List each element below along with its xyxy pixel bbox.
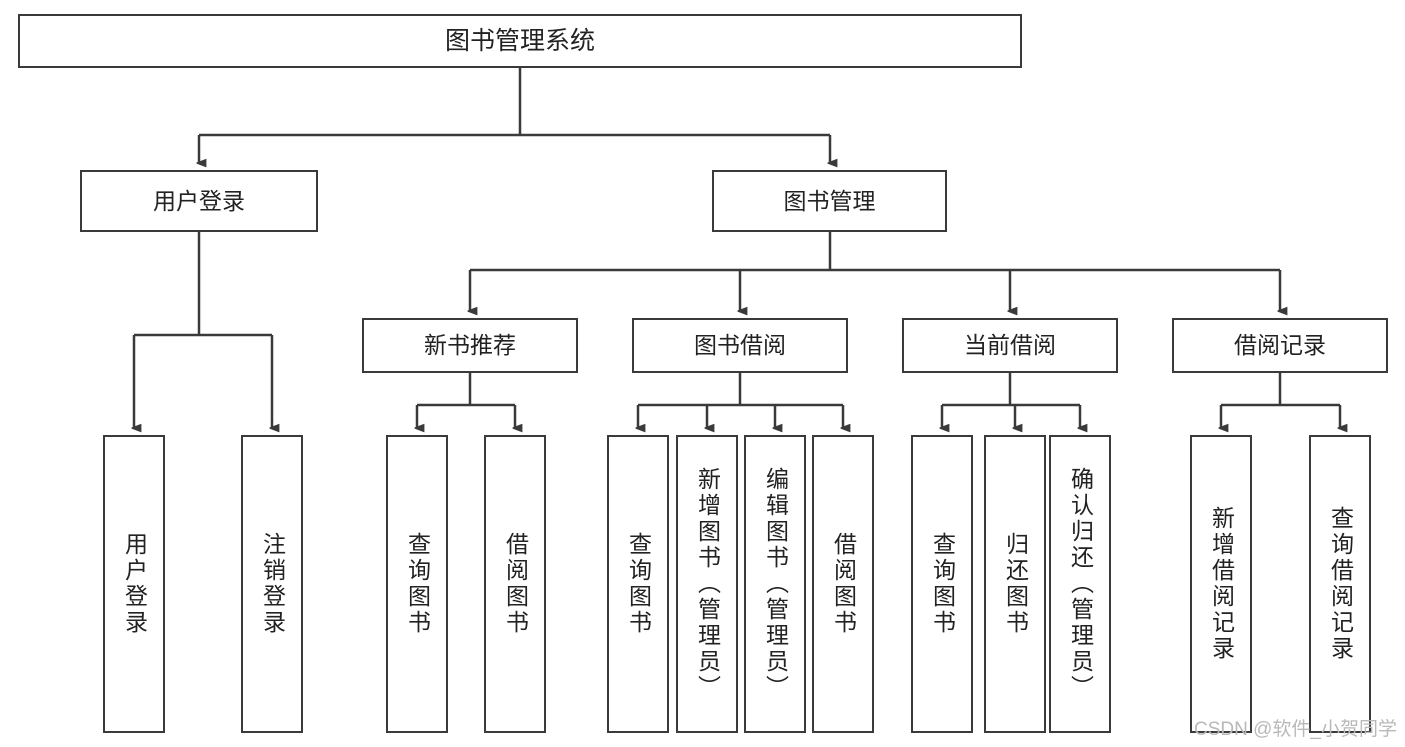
node-root-label: 图书管理系统: [444, 26, 595, 55]
node-leaf-borrow-book-recommend[interactable]: 借阅图书: [484, 435, 546, 733]
node-leaf-add-book[interactable]: 新增图书（管理员）: [676, 435, 738, 733]
node-leaf-borrow-book-label: 借阅图书: [830, 532, 857, 636]
node-leaf-query-record[interactable]: 查询借阅记录: [1309, 435, 1371, 733]
node-leaf-return-book-label: 归还图书: [1002, 532, 1029, 636]
node-leaf-user-login-label: 用户登录: [121, 532, 148, 636]
node-new-book-recommend-label: 新书推荐: [424, 332, 516, 359]
watermark-text: CSDN @软件_小贺同学: [1194, 719, 1397, 740]
node-book-management-label: 图书管理: [783, 187, 876, 214]
node-leaf-query-book-recommend[interactable]: 查询图书: [386, 435, 448, 733]
node-leaf-query-record-label: 查询借阅记录: [1327, 506, 1354, 662]
node-leaf-query-book-borrow-label: 查询图书: [625, 532, 652, 636]
node-leaf-confirm-return-label: 确认归还（管理员）: [1067, 467, 1094, 701]
node-leaf-add-record-label: 新增借阅记录: [1208, 506, 1235, 662]
node-borrow-records[interactable]: 借阅记录: [1172, 318, 1388, 373]
node-leaf-edit-book[interactable]: 编辑图书（管理员）: [744, 435, 806, 733]
node-leaf-user-logout[interactable]: 注销登录: [241, 435, 303, 733]
node-leaf-query-book-current[interactable]: 查询图书: [911, 435, 973, 733]
node-new-book-recommend[interactable]: 新书推荐: [362, 318, 578, 373]
node-book-management[interactable]: 图书管理: [712, 170, 947, 232]
node-leaf-add-record[interactable]: 新增借阅记录: [1190, 435, 1252, 733]
node-user-login[interactable]: 用户登录: [80, 170, 318, 232]
node-leaf-query-book-current-label: 查询图书: [929, 532, 956, 636]
node-leaf-user-logout-label: 注销登录: [259, 532, 286, 636]
node-leaf-confirm-return[interactable]: 确认归还（管理员）: [1049, 435, 1111, 733]
node-leaf-return-book[interactable]: 归还图书: [984, 435, 1046, 733]
node-book-borrow-label: 图书借阅: [694, 332, 786, 359]
node-leaf-borrow-book[interactable]: 借阅图书: [812, 435, 874, 733]
node-leaf-user-login[interactable]: 用户登录: [103, 435, 165, 733]
node-current-borrow-label: 当前借阅: [964, 332, 1056, 359]
node-root[interactable]: 图书管理系统: [18, 14, 1022, 68]
node-leaf-query-book-borrow[interactable]: 查询图书: [607, 435, 669, 733]
node-leaf-query-book-recommend-label: 查询图书: [404, 532, 431, 636]
node-leaf-add-book-label: 新增图书（管理员）: [694, 467, 721, 701]
node-borrow-records-label: 借阅记录: [1234, 332, 1326, 359]
node-user-login-label: 用户登录: [153, 187, 245, 214]
node-leaf-edit-book-label: 编辑图书（管理员）: [762, 467, 789, 701]
node-leaf-borrow-book-recommend-label: 借阅图书: [502, 532, 529, 636]
node-current-borrow[interactable]: 当前借阅: [902, 318, 1118, 373]
node-book-borrow[interactable]: 图书借阅: [632, 318, 848, 373]
